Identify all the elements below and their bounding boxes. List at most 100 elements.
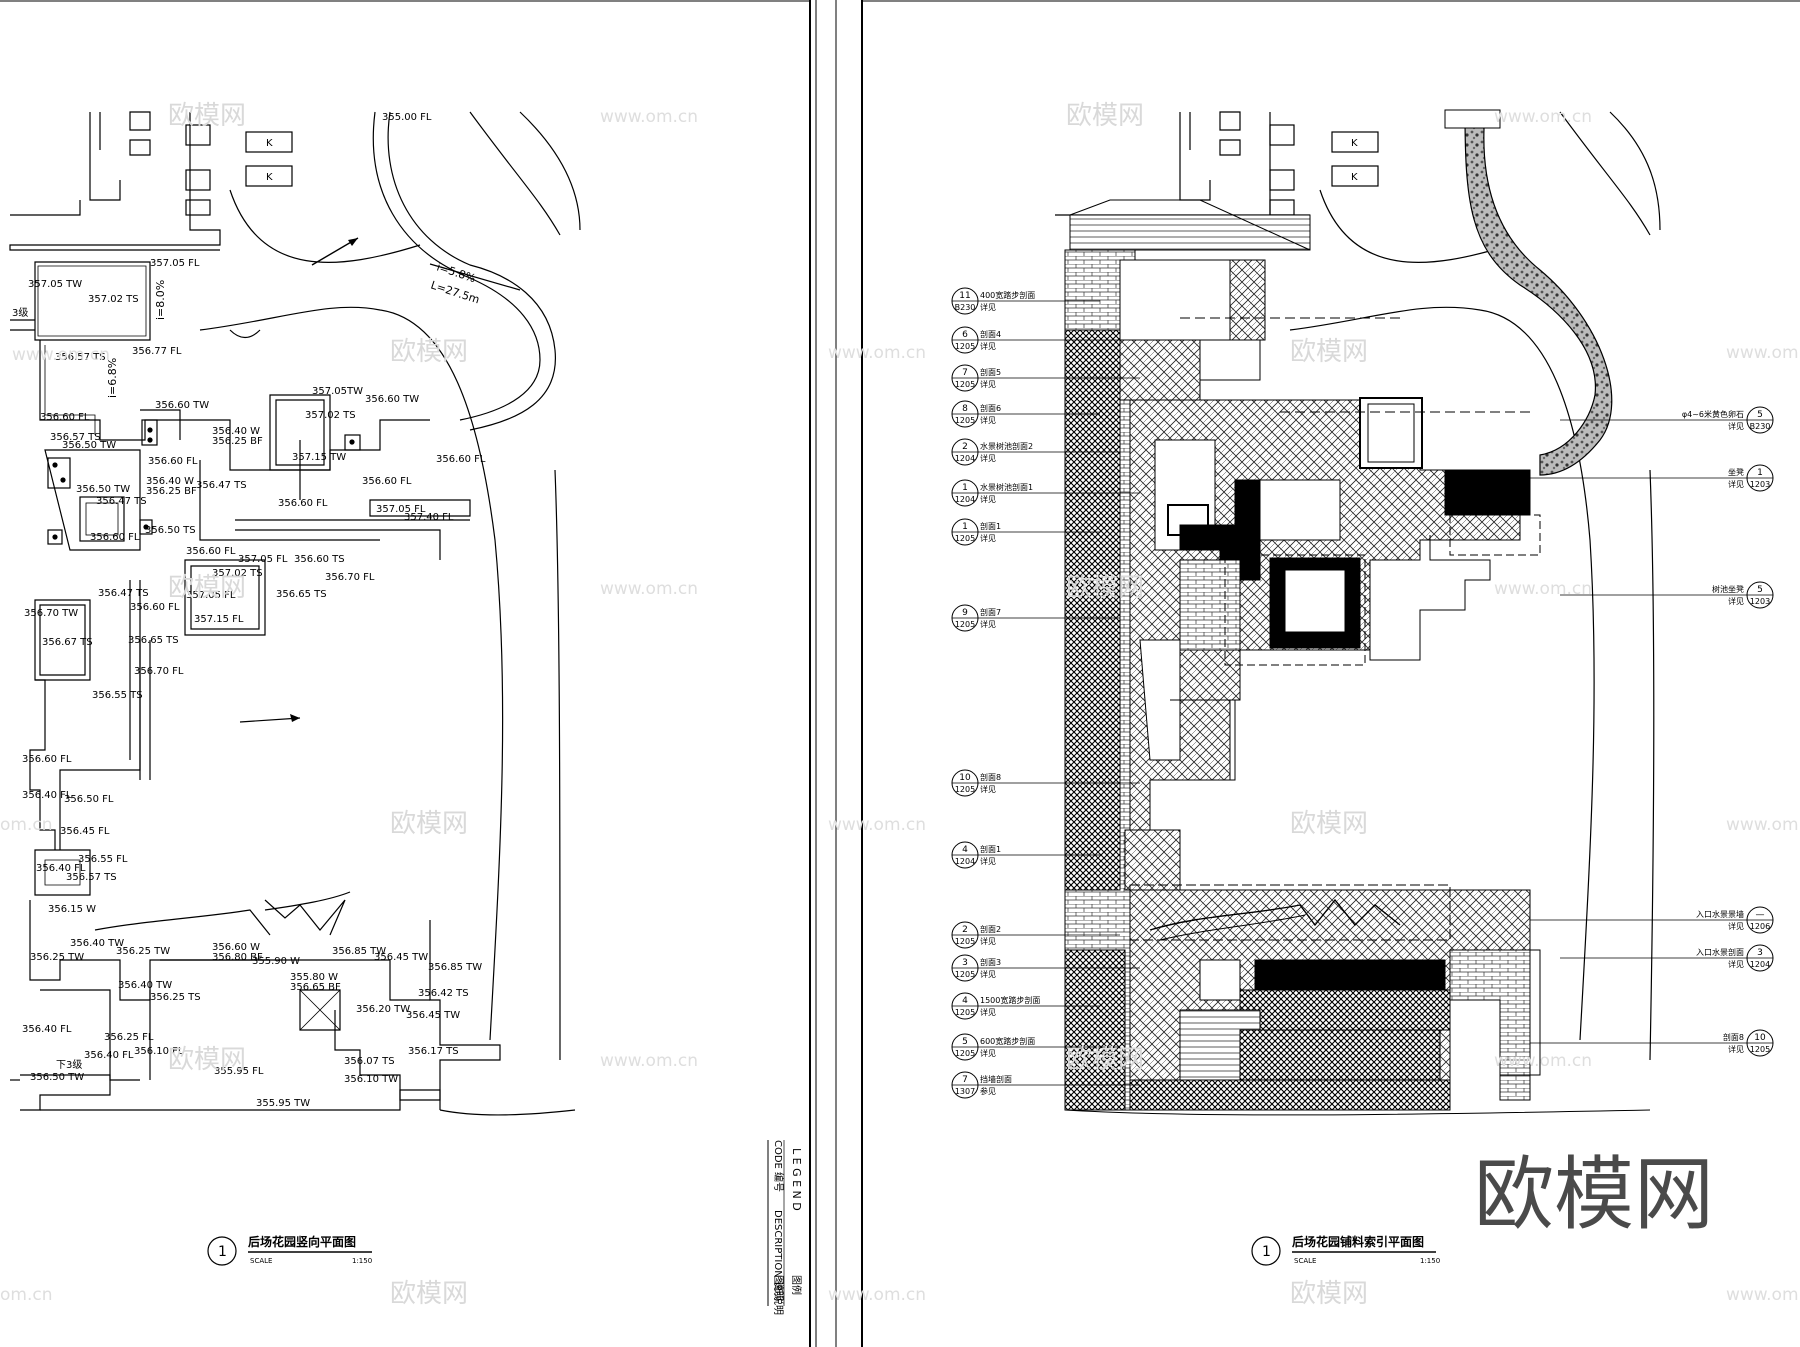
callout-text: 剖面8 xyxy=(980,772,1001,782)
callout-sheet: 1205 xyxy=(955,380,975,389)
callout-number: 10 xyxy=(959,773,971,783)
left-scale-label: SCALE xyxy=(250,1257,272,1265)
elevation-label: 356.25 TS xyxy=(150,992,201,1003)
callout-sheet: 1204 xyxy=(1750,960,1770,969)
callout-ref: 详见 xyxy=(980,936,996,946)
callout-text: φ4~6米黄色卵石 xyxy=(1682,409,1744,419)
callout-number: 4 xyxy=(962,996,968,1006)
callout-text: 剖面8 xyxy=(1723,1032,1744,1042)
watermark-url: www.om.cn xyxy=(1726,1285,1800,1305)
callout-sheet: 1203 xyxy=(1750,597,1770,606)
watermark-brand: 欧模网 xyxy=(1066,573,1144,603)
elevation-label: 357.05 TW xyxy=(28,279,82,290)
elevation-label: 356.42 TS xyxy=(418,988,469,999)
callout-number: 5 xyxy=(1757,585,1763,595)
elevation-label: 356.60 TW xyxy=(365,394,419,405)
callout-number: 7 xyxy=(962,1075,968,1085)
elevation-label: 356.65 TS xyxy=(128,635,179,646)
left-scale-value: 1:150 xyxy=(352,1257,372,1265)
elevation-label: 356.15 W xyxy=(48,904,96,915)
elevation-label: 356.40 FL xyxy=(22,1024,72,1035)
elevation-label: 356.40 FL xyxy=(84,1050,134,1061)
elevation-label: 356.57 TS xyxy=(50,432,101,443)
left-drawing-title: 后场花园竖向平面图 xyxy=(248,1234,356,1249)
callout-text: 剖面1 xyxy=(980,844,1001,854)
callout-sheet: 1307 xyxy=(955,1087,975,1096)
elevation-label: 356.60 FL xyxy=(186,546,236,557)
gravel-stream xyxy=(1464,111,1613,476)
callout-number: 1 xyxy=(962,522,968,532)
watermark-brand: 欧模网 xyxy=(390,1279,468,1309)
elevation-label: 356.85 TW xyxy=(428,962,482,973)
callout-sheet: 1205 xyxy=(955,416,975,425)
callout-number: 11 xyxy=(959,291,970,301)
watermark-brand: 欧模网 xyxy=(168,1045,246,1075)
watermark-brand: 欧模网 xyxy=(1290,809,1368,839)
callout-sheet: 1205 xyxy=(1750,1045,1770,1054)
watermark-url: www.om.cn xyxy=(600,107,698,127)
legend-title: L E G E N D xyxy=(790,1148,803,1211)
right-scale-value: 1:150 xyxy=(1420,1257,1440,1265)
callout-text: 水景树池剖面1 xyxy=(980,482,1033,492)
elevation-label: 356.60 FL xyxy=(40,412,90,423)
elevation-label: 356.25 FL xyxy=(104,1032,154,1043)
elevation-label: 356.65 TS xyxy=(276,589,327,600)
elevation-label: 356.70 FL xyxy=(325,572,375,583)
elevation-label: 356.60 FL xyxy=(148,456,198,467)
elevation-label: 355.95 TW xyxy=(256,1098,310,1109)
callout-text: 600宽踏步剖面 xyxy=(980,1036,1035,1046)
watermark-brand: 欧模网 xyxy=(1290,337,1368,367)
callout-ref: 详见 xyxy=(980,453,996,463)
callout-number: 1 xyxy=(1757,468,1763,478)
callout-ref: 详见 xyxy=(980,1048,996,1058)
elevation-label: 356.55 FL xyxy=(78,854,128,865)
elevation-label: 356.57 TS xyxy=(55,352,106,363)
right-title-block: 1 后场花园铺料索引平面图 SCALE 1:150 xyxy=(1251,1234,1440,1266)
elevation-label: 356.60 FL xyxy=(22,754,72,765)
elevation-label: 356.60 FL xyxy=(436,454,486,465)
legend-empty-label: 图纸说明 xyxy=(772,1275,785,1315)
right-drawing-number: 1 xyxy=(1262,1244,1271,1260)
callout-sheet: B230 xyxy=(1750,422,1771,431)
callout-sheet: 1205 xyxy=(955,1049,975,1058)
callout-ref: 详见 xyxy=(1728,921,1744,931)
watermark-url-cut: om.cn xyxy=(0,815,53,835)
elevation-label: 356.60 FL xyxy=(362,476,412,487)
callout-number: 7 xyxy=(962,368,968,378)
callout-sheet: 1204 xyxy=(955,454,975,463)
callout-text: 剖面2 xyxy=(980,924,1001,934)
watermark-brand: 欧模网 xyxy=(168,573,246,603)
elevation-label: 357.15 TW xyxy=(292,452,346,463)
callout-ref: 详见 xyxy=(980,302,996,312)
right-key-mark-1: K xyxy=(1351,138,1358,149)
elevation-label: 356.10 TW xyxy=(344,1074,398,1085)
callout-text: 剖面3 xyxy=(980,957,1001,967)
callout-number: 1 xyxy=(962,483,968,493)
elevation-label: 356.25 TW xyxy=(116,946,170,957)
left-plan: K K xyxy=(9,111,581,1116)
callout-number: 3 xyxy=(962,958,968,968)
elevation-label: 356.67 TS xyxy=(42,637,93,648)
callout-ref: 详见 xyxy=(980,533,996,543)
callout-ref: 详见 xyxy=(980,494,996,504)
callout-number: 2 xyxy=(962,442,968,452)
elevation-label: 356.40 W xyxy=(146,476,194,487)
callout-sheet: 1206 xyxy=(1750,922,1770,931)
legend-code-label: CODE 编号 xyxy=(772,1140,785,1192)
elevation-label: 356.40 TW xyxy=(70,938,124,949)
callout-number: 5 xyxy=(962,1037,968,1047)
callout-number: — xyxy=(1756,910,1765,920)
elevation-label: 356.60 TS xyxy=(294,554,345,565)
watermark-brand: 欧模网 xyxy=(390,337,468,367)
callout-number: 2 xyxy=(962,925,968,935)
watermark-brand: 欧模网 xyxy=(1290,1279,1368,1309)
elevation-label: 356.50 TW xyxy=(76,484,130,495)
elevation-label: 356.47 TS xyxy=(196,480,247,491)
